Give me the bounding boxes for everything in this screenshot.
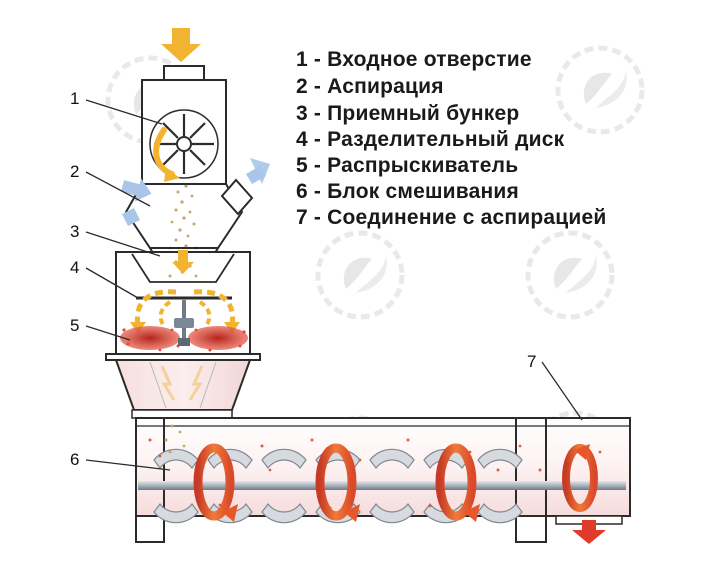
legend-item-6: 6 - Блок смешивания xyxy=(296,180,519,203)
inlet-impeller-icon xyxy=(149,109,219,179)
inlet-arrow-icon xyxy=(161,28,201,62)
legend-item-7: 7 - Соединение с аспирацией xyxy=(296,206,607,229)
rotation-arrow-icon xyxy=(193,443,238,522)
grain-stream xyxy=(168,184,198,250)
rotation-arrows xyxy=(193,443,598,522)
callout-6: 6 xyxy=(70,450,79,469)
watermark-logo xyxy=(315,230,405,320)
sprayer-nozzle xyxy=(174,318,194,328)
disc-flow-arc-inner-right xyxy=(198,300,212,328)
callout-1: 1 xyxy=(70,89,79,108)
disc-flow-arc-right xyxy=(193,289,236,327)
callout-2: 2 xyxy=(70,162,79,181)
cone-flow-arrow-icon xyxy=(160,365,176,401)
cone-outlet-collar xyxy=(131,409,233,419)
sprayer-spray xyxy=(188,326,248,350)
aspiration-arrow-left-icon xyxy=(120,178,152,202)
paddle xyxy=(369,448,415,524)
cone-flow-arrow-icon xyxy=(188,365,204,401)
paddle xyxy=(261,448,307,524)
paddle xyxy=(477,448,523,524)
callout-3: 3 xyxy=(70,222,79,241)
legend-item-3: 3 - Приемный бункер xyxy=(296,102,520,125)
callout-leaders xyxy=(85,99,583,471)
disc-flow-arc-inner-left xyxy=(158,300,172,328)
callout-5: 5 xyxy=(70,316,79,335)
mixing-cone xyxy=(114,359,252,411)
watermark-logo xyxy=(525,230,615,320)
sprayer-spray xyxy=(120,326,180,350)
legend-item-1: 1 - Входное отверстие xyxy=(296,48,532,71)
cone-inner-lines xyxy=(149,361,217,409)
aspiration-arrowhead-right-icon xyxy=(250,158,270,184)
spray-droplets xyxy=(122,328,246,352)
legend-item-5: 5 - Распрыскиватель xyxy=(296,154,519,177)
impeller-rotation-arrowhead-icon xyxy=(164,168,180,182)
outlet-arrow-icon xyxy=(572,520,606,544)
disc-flow-arc-left xyxy=(134,289,177,327)
sprayer-base xyxy=(178,338,190,346)
callout-4: 4 xyxy=(70,258,79,277)
rotation-arrow-icon xyxy=(562,444,598,512)
rotation-arrow-icon xyxy=(435,443,480,522)
trough-grain-fall xyxy=(164,424,186,454)
hopper-funnel xyxy=(131,253,235,283)
callout-7: 7 xyxy=(527,352,536,371)
mixing-trough xyxy=(135,417,631,517)
legend-item-2: 2 - Аспирация xyxy=(296,75,444,98)
legend-item-4: 4 - Разделительный диск xyxy=(296,128,565,151)
trough-leg-left xyxy=(135,417,165,543)
aspiration-nozzle xyxy=(220,178,254,216)
trough-leg-right xyxy=(515,417,547,543)
inlet-neck xyxy=(163,65,205,81)
rotation-arrow-icon xyxy=(315,443,360,522)
hopper-flow-arrow-icon xyxy=(172,250,194,274)
watermark-logo xyxy=(555,45,645,135)
paddle xyxy=(153,448,199,524)
mixing-shaft xyxy=(138,481,626,490)
aspiration-arrow-bottom-icon xyxy=(122,208,140,226)
